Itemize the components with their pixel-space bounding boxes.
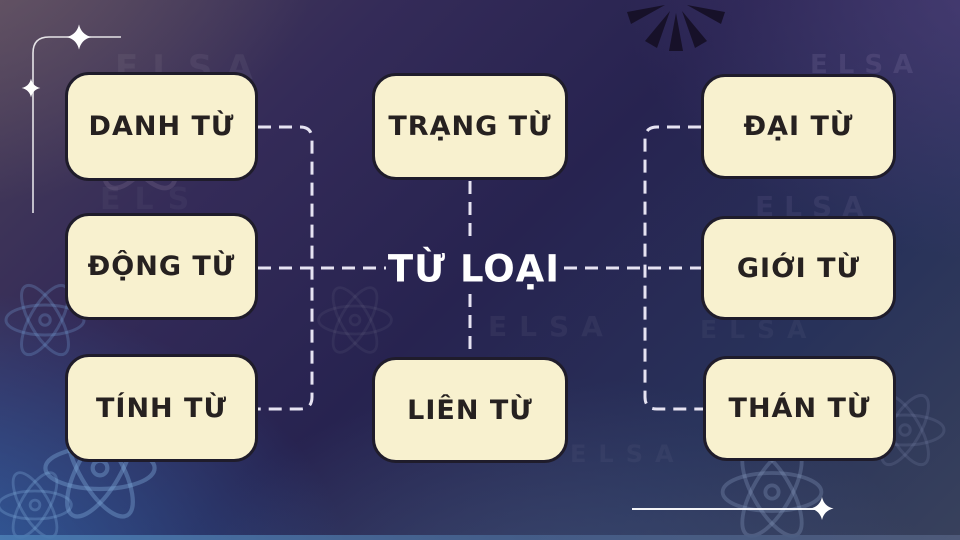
connector-right-group — [643, 125, 703, 411]
node-label: GIỚI TỪ — [736, 252, 861, 284]
node-label: ĐỘNG TỪ — [87, 251, 236, 282]
atom-flower-icon — [317, 280, 393, 360]
elsa-watermark: ELSA — [570, 440, 686, 468]
node-label: ĐẠI TỪ — [743, 111, 854, 142]
node-dai-tu: ĐẠI TỪ — [701, 74, 896, 179]
node-lien-tu: LIÊN TỪ — [372, 357, 568, 463]
node-label: TÍNH TỪ — [95, 392, 228, 424]
sparkle-line-bottom-right — [632, 496, 834, 521]
diagram-center-title: TỪ LOẠI — [387, 247, 561, 291]
node-gioi-tu: GIỚI TỪ — [701, 216, 896, 320]
node-danh-tu: DANH TỪ — [65, 72, 258, 181]
node-label: DANH TỪ — [88, 111, 235, 142]
node-tinh-tu: TÍNH TỪ — [65, 354, 258, 462]
sparkle-icon — [66, 24, 92, 50]
asterisk-burst-icon — [627, 5, 725, 51]
node-label: LIÊN TỪ — [407, 394, 533, 426]
node-trang-tu: TRẠNG TỪ — [372, 73, 568, 180]
node-label: TRẠNG TỪ — [388, 111, 552, 142]
bottom-edge-band — [0, 535, 960, 540]
elsa-watermark: ELS — [100, 182, 203, 217]
elsa-watermark: ELSA — [488, 310, 615, 343]
sparkle-icon — [21, 78, 41, 98]
connector-left-group — [258, 125, 314, 411]
node-label: THÁN TỪ — [728, 393, 871, 424]
node-dong-tu: ĐỘNG TỪ — [65, 213, 258, 320]
node-than-tu: THÁN TỪ — [703, 356, 896, 461]
sparkle-icon — [810, 496, 834, 521]
atom-flower-icon — [0, 465, 73, 540]
